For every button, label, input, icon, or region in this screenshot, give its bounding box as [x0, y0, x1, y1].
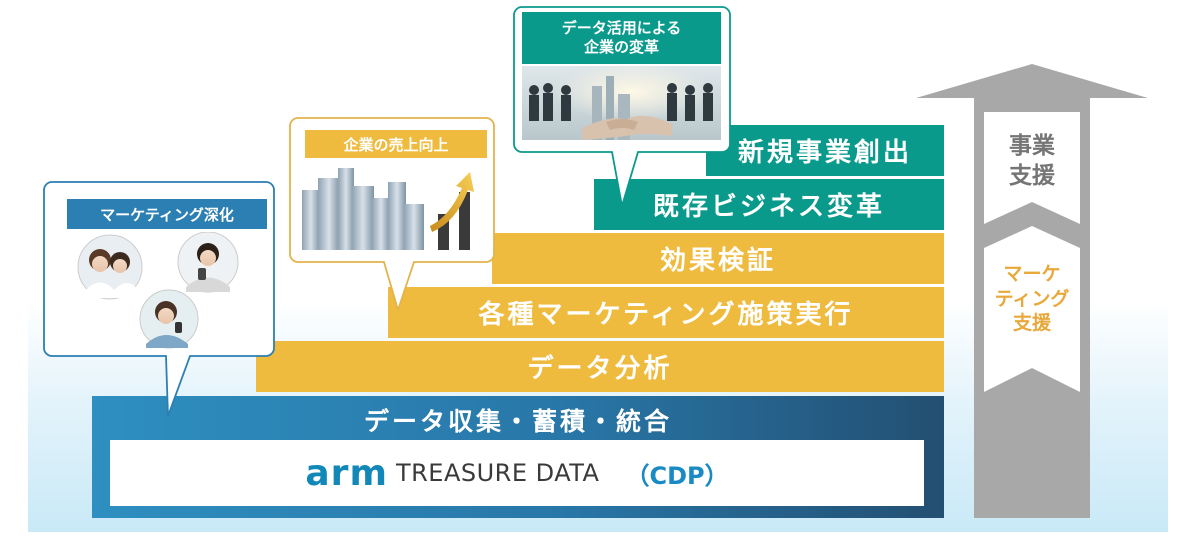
business-support-line1: 事業: [1009, 133, 1055, 159]
treasure-data-logo-text: TREASURE DATA: [395, 459, 600, 487]
business-support-line2: 支援: [1009, 162, 1055, 189]
marketing-execution-layer: 各種マーケティング施策実行: [388, 287, 944, 338]
family-photo: [77, 234, 143, 300]
woman-phone-photo: [139, 289, 199, 349]
growth-bar-tall: [459, 192, 470, 250]
growth-arrow-icon: [430, 172, 474, 232]
handshake-image: [522, 66, 721, 140]
transformation-title-line1: データ活用による: [561, 18, 682, 37]
business-transformation-layer: 既存ビジネス変革: [594, 179, 944, 230]
city-growth-image: [302, 168, 474, 250]
marketing-support-line1: マーケ: [1003, 263, 1061, 285]
growth-bar-short: [438, 214, 449, 250]
marketing-callout-title: マーケティング深化: [67, 199, 267, 229]
transformation-title-line2: 企業の変革: [583, 38, 659, 56]
marketing-support-line2: ティング: [994, 287, 1070, 310]
effect-verification-layer: 効果検証: [492, 233, 944, 284]
transformation-callout-title: データ活用による 企業の変革: [522, 12, 721, 64]
data-analysis-layer: データ分析: [256, 341, 944, 392]
data-collection-label: データ収集・蓄積・統合: [363, 407, 672, 436]
arm-logo: arm: [305, 452, 388, 494]
cdp-box: arm TREASURE DATA （CDP）: [110, 440, 924, 506]
cdp-label: （CDP）: [625, 461, 729, 490]
new-business-layer: 新規事業創出: [706, 125, 944, 176]
people-photos: [77, 232, 239, 349]
sales-callout-title: 企業の売上向上: [305, 130, 487, 158]
support-arrow: [916, 64, 1148, 518]
business-support-label: 事業 支援: [990, 132, 1074, 192]
man-phone-photo: [177, 232, 239, 293]
marketing-support-label: マーケ ティング 支援: [984, 262, 1080, 336]
marketing-support-line3: 支援: [1012, 312, 1051, 335]
